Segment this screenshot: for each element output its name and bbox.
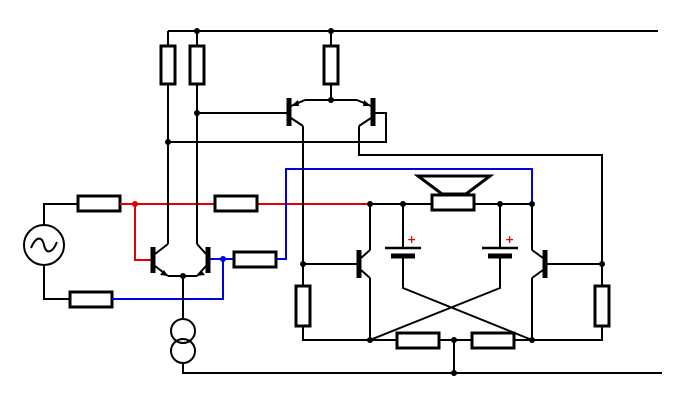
bias-resistor-left-icon <box>294 284 312 328</box>
junction-dot <box>451 337 457 343</box>
red-wire-b <box>134 204 153 261</box>
rail-junction-dot <box>194 28 200 34</box>
current-source-icon <box>170 318 196 364</box>
mirror-resistor-icon <box>322 44 340 86</box>
red-junction-dot <box>132 201 138 207</box>
input-resistor-bottom-icon <box>68 290 114 309</box>
load-resistor-right-icon <box>188 44 206 86</box>
pnp-collector-right-wire <box>358 126 603 286</box>
input-wire-top <box>43 203 78 225</box>
npn-transistor-icon <box>196 243 211 277</box>
junction-dot <box>300 261 306 267</box>
pnp-transistor-icon <box>356 98 376 127</box>
pnp-transistor-icon <box>286 98 306 127</box>
ground-rail-wire <box>182 363 662 374</box>
junction-dot <box>529 337 535 343</box>
battery-plus-label: + <box>505 233 514 246</box>
speaker-icon <box>413 174 495 212</box>
pnp-base-right-wire <box>168 112 387 143</box>
ac-source-icon <box>23 224 65 266</box>
npn-transistor-icon <box>531 249 548 279</box>
feedback-resistor-icon <box>213 194 259 213</box>
load-resistor-left-icon <box>159 44 177 86</box>
input-resistor-top-icon <box>76 194 122 213</box>
input-series-resistor-icon <box>232 250 278 269</box>
input-wire-bottom <box>43 265 70 300</box>
npn-transistor-icon <box>356 249 371 279</box>
junction-dot <box>367 337 373 343</box>
battery-plus-label: + <box>407 233 416 246</box>
blue-wire-a <box>112 258 234 300</box>
blue-wire-c <box>276 168 533 260</box>
rail-junction-dot <box>328 28 334 34</box>
emitter-resistor-left-icon <box>395 331 441 350</box>
bias-right-bottom-wire <box>532 326 603 341</box>
npn-transistor-icon <box>150 243 169 277</box>
blue-junction-dot <box>220 256 226 262</box>
emitter-resistor-right-icon <box>470 331 516 350</box>
bias-resistor-right-icon <box>593 284 611 328</box>
bias-left-bottom-wire <box>302 326 370 341</box>
battery-right-cross-wire <box>369 258 501 341</box>
junction-dot <box>599 261 605 267</box>
tail-junction-dot <box>180 273 186 279</box>
battery-left-cross-wire <box>402 258 533 341</box>
junction-dot <box>451 370 457 376</box>
